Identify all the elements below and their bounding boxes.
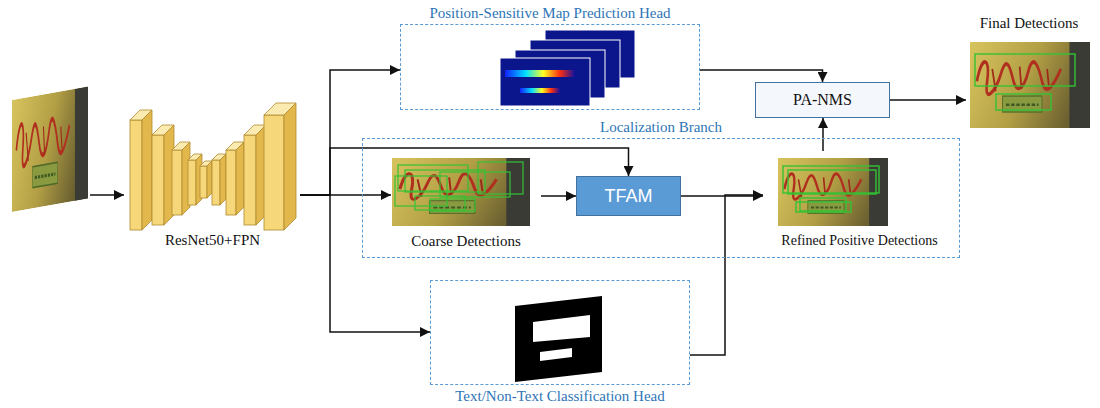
flow-arrow bbox=[822, 118, 824, 151]
flow-arrow bbox=[300, 70, 400, 195]
region-title: Position-Sensitive Map Prediction Head bbox=[426, 4, 673, 22]
flow-arrow bbox=[541, 195, 576, 197]
node-label: Refined Positive Detections bbox=[781, 232, 937, 250]
refined-detection-image bbox=[778, 158, 888, 226]
coarse-detection-image bbox=[392, 158, 530, 226]
backbone-box: ResNet50+FPN bbox=[125, 95, 300, 250]
flow-arrow bbox=[690, 195, 763, 355]
node-label: Coarse Detections bbox=[411, 232, 521, 250]
branch-region: Localization BranchCoarse DetectionsTFAM… bbox=[362, 138, 960, 258]
image-box: Coarse Detections bbox=[391, 151, 541, 251]
text-mask bbox=[515, 296, 602, 382]
image-box: Refined Positive Detections bbox=[763, 151, 956, 251]
node-label: ResNet50+FPN bbox=[165, 231, 260, 249]
flow-arrow bbox=[300, 195, 430, 332]
input-image bbox=[12, 87, 88, 212]
backbone-blocks bbox=[130, 103, 296, 230]
flow-arrow bbox=[700, 70, 823, 82]
module-box: TFAM bbox=[576, 176, 681, 216]
region-title: Localization Branch bbox=[597, 118, 725, 136]
output-image-box: Final Detections bbox=[966, 14, 1092, 132]
node-label: Final Detections bbox=[980, 14, 1079, 32]
process-box: PA-NMS bbox=[755, 82, 890, 118]
region-title: Text/Non-Text Classification Head bbox=[452, 387, 668, 405]
node-label: PA-NMS bbox=[793, 91, 852, 109]
position-sensitive-maps bbox=[500, 30, 635, 106]
input-arrow bbox=[90, 194, 124, 196]
head-region: Position-Sensitive Map Prediction Head bbox=[400, 24, 700, 110]
head-region: Text/Non-Text Classification Head bbox=[430, 280, 690, 385]
final-detection-image bbox=[970, 42, 1090, 128]
node-label: TFAM bbox=[605, 187, 653, 205]
flow-arrow bbox=[890, 99, 966, 101]
